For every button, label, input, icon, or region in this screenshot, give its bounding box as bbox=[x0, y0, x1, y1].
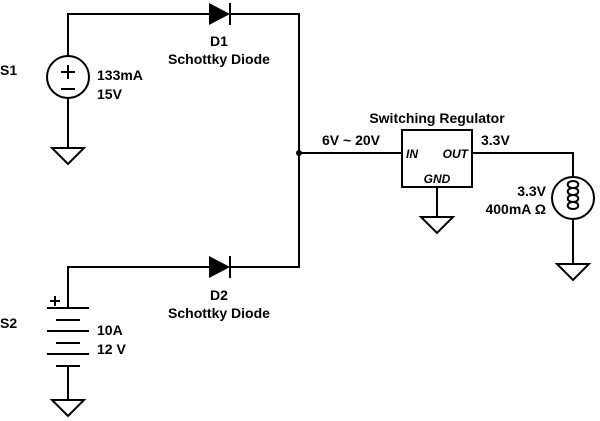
ground-icon bbox=[418, 216, 456, 235]
diode-d1-symbol bbox=[209, 3, 230, 25]
regulator-pin-gnd: GND bbox=[424, 172, 451, 186]
ground-icon bbox=[49, 147, 87, 166]
diode-d1-designator: D1 bbox=[210, 33, 228, 49]
load-rating: 400mA Ω bbox=[485, 201, 546, 217]
diode-d2-symbol bbox=[209, 256, 230, 278]
diode-d2: D2 Schottky Diode bbox=[67, 153, 300, 321]
source-s1: S1 133mA 15V bbox=[0, 13, 209, 166]
switching-regulator: Switching Regulator IN OUT GND bbox=[369, 110, 505, 235]
wire-d2-to-node bbox=[230, 153, 300, 268]
regulator-pin-out: OUT bbox=[443, 147, 470, 161]
source-s1-voltage: 15V bbox=[97, 86, 123, 102]
source-s2: S2 10A 12 V bbox=[0, 296, 126, 418]
ground-icon bbox=[554, 263, 592, 282]
wire-regulator-to-load bbox=[472, 152, 574, 177]
lamp-icon bbox=[551, 176, 595, 220]
source-s1-designator: S1 bbox=[0, 62, 17, 78]
diode-d2-type: Schottky Diode bbox=[168, 305, 270, 321]
source-s2-designator: S2 bbox=[0, 315, 17, 331]
source-s2-current: 10A bbox=[97, 322, 123, 338]
wire-s2-to-d2 bbox=[67, 266, 209, 296]
output-voltage-label: 3.3V bbox=[481, 132, 510, 148]
load-lamp: 3.3V 400mA Ω bbox=[485, 176, 595, 282]
wire-s1-to-d1 bbox=[67, 13, 209, 56]
diode-d2-designator: D2 bbox=[210, 287, 228, 303]
diode-d1-type: Schottky Diode bbox=[168, 51, 270, 67]
diode-d1: D1 Schottky Diode bbox=[168, 3, 300, 153]
regulator-pin-in: IN bbox=[406, 147, 418, 161]
source-s2-voltage: 12 V bbox=[97, 341, 126, 357]
source-s1-current: 133mA bbox=[97, 67, 143, 83]
load-voltage: 3.3V bbox=[517, 183, 546, 199]
input-range-label: 6V ~ 20V bbox=[322, 132, 381, 148]
regulator-title: Switching Regulator bbox=[369, 110, 505, 126]
ground-icon bbox=[49, 399, 87, 418]
wire-d1-to-node bbox=[230, 13, 300, 153]
